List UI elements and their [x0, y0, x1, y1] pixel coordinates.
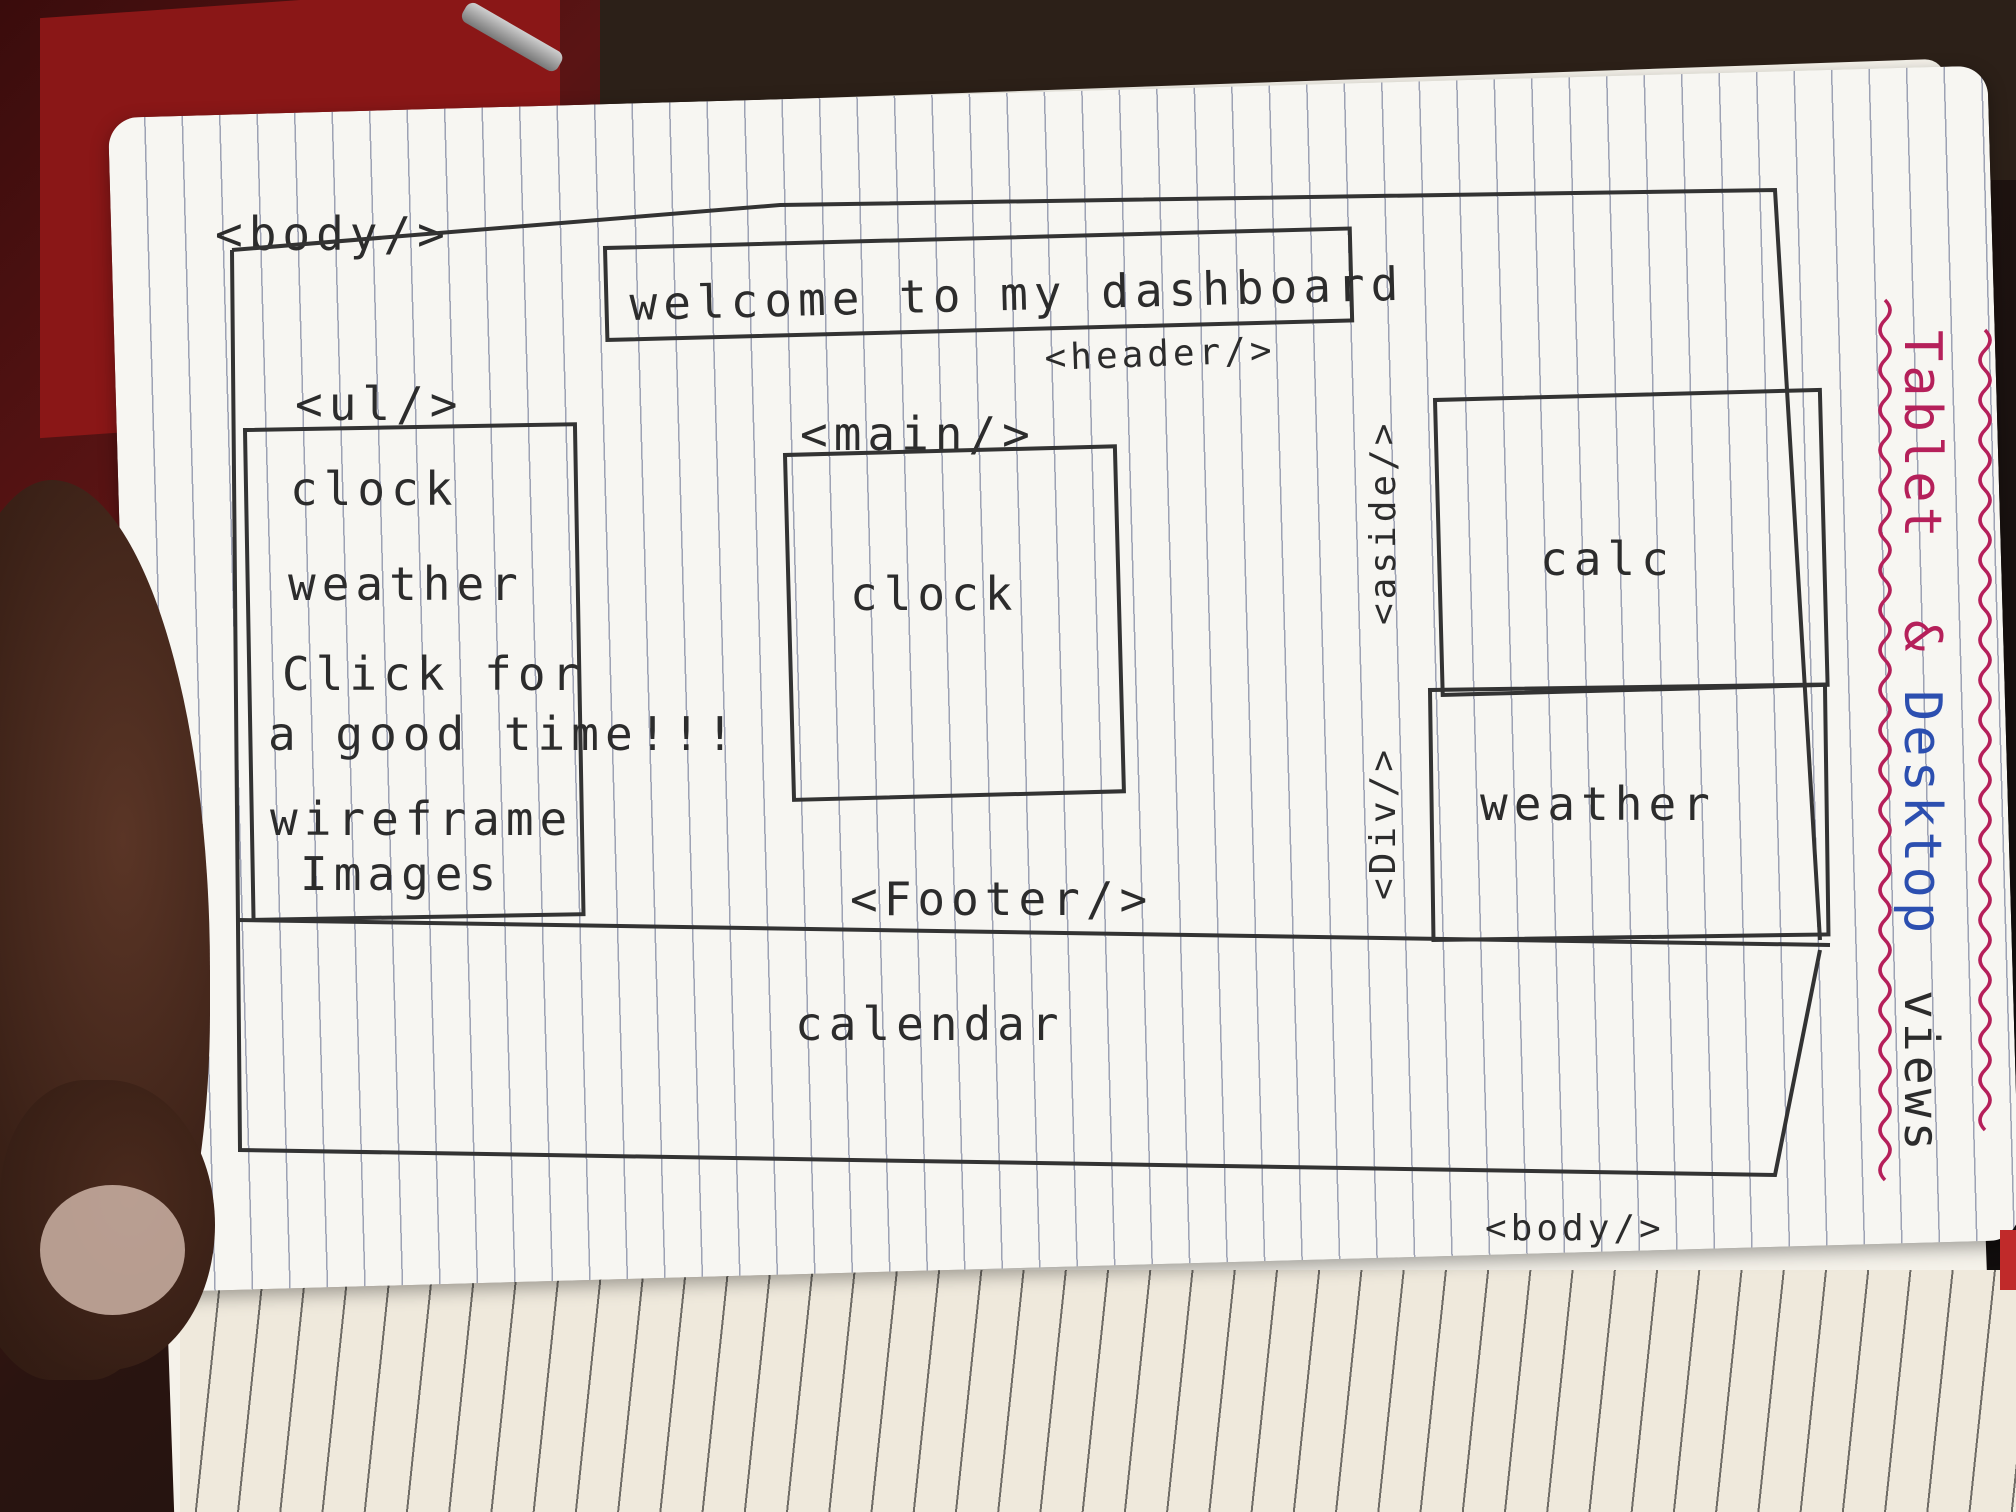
- footer-divider: [237, 918, 1831, 947]
- side-note-wavy-left: [1878, 298, 1892, 1182]
- nav-item-weather: weather: [288, 557, 524, 611]
- side-note-tablet: Tablet: [1892, 330, 1952, 542]
- side-note-amp: &: [1892, 620, 1952, 655]
- main-box: [782, 444, 1126, 802]
- nav-item-images: Images: [300, 847, 502, 901]
- body-bottom-tag: <body/>: [1485, 1208, 1665, 1249]
- div-box: [1427, 682, 1831, 943]
- notebook-lower-page: [180, 1270, 2016, 1512]
- div-tag: <Div/>: [1363, 746, 1404, 900]
- side-note-desktop: Desktop: [1892, 690, 1952, 937]
- nav-box: [242, 422, 586, 922]
- aside-label: calc: [1540, 532, 1675, 586]
- footer-tag: <Footer/>: [850, 872, 1153, 926]
- body-frame-bottom: [230, 249, 1822, 1178]
- div-label: weather: [1480, 777, 1716, 831]
- nav-item-good-time: a good time!!!: [268, 707, 740, 761]
- header-box: [602, 226, 1355, 343]
- body-frame-top: [231, 187, 1822, 941]
- nav-item-wireframe: wireframe: [270, 792, 573, 846]
- ribbon-bookmark: [2000, 1230, 2016, 1290]
- footer-label: calendar: [795, 997, 1065, 1051]
- nav-item-click-for: Click for: [282, 647, 585, 701]
- nav-item-clock: clock: [290, 462, 458, 516]
- aside-box: [1432, 387, 1830, 697]
- nav-tag: <ul/>: [295, 377, 463, 431]
- side-note-views: views: [1893, 990, 1949, 1155]
- header-title: welcome to my dashboard: [629, 257, 1405, 331]
- side-note-wavy-right: [1978, 328, 1992, 1132]
- header-tag: <header/>: [1044, 330, 1276, 379]
- aside-tag: <aside/>: [1363, 420, 1404, 625]
- main-label: clock: [850, 567, 1018, 621]
- thumbnail: [40, 1185, 185, 1315]
